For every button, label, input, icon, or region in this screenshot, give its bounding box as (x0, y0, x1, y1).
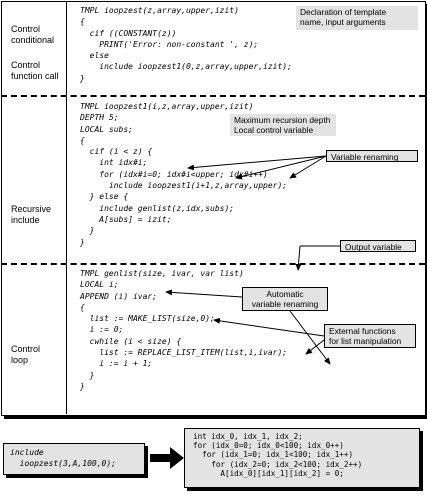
code3-line: } (80, 381, 85, 391)
code1-line: else (80, 51, 109, 61)
code3-line: i := 0; (80, 325, 124, 335)
note-variable-renaming: Variable renaming (326, 150, 418, 162)
expansion-arrow (150, 447, 184, 469)
code1-line: } (80, 73, 85, 83)
include-call-code: include ioopzest(3,A,100,0); (10, 448, 116, 469)
code2-line: cif (i < z) { (80, 147, 153, 157)
note-automatic-renaming: Automatic variable renaming (242, 287, 328, 311)
code-template-genlist: TMPL genlist(size, ivar, var list) LOCAL … (80, 268, 287, 392)
expanded-box-shadow-right (420, 431, 423, 491)
code3-line: TMPL genlist(size, ivar, var list) (80, 269, 244, 278)
code3-line: i := i + 1; (80, 359, 153, 369)
include-box-shadow-right (145, 446, 148, 478)
code1-line: { (80, 17, 85, 27)
label-control-loop: Control loop (11, 344, 41, 365)
code3-line: cwhile (i < size) { (80, 336, 182, 346)
arrow-auto-renaming-2 (289, 310, 331, 365)
code2-line: LOCAL subs; (80, 124, 133, 134)
code2-line: { (80, 135, 85, 145)
section-separator-2 (1, 263, 425, 265)
code1-line: PRINT('Error: non-constant ', z); (80, 39, 259, 49)
expanded-line: int idx_0, idx_1, idx_2; (193, 432, 303, 441)
code2-line: } (80, 237, 85, 247)
code-template-ioopzest1: TMPL ioopzest1(i,z,array,upper,izit) DEPT… (80, 101, 287, 248)
code2-line: TMPL ioopzest1(i,z,array,upper,izit) (80, 102, 254, 111)
section-separator-1 (1, 95, 425, 97)
code2-line: A[subs] = izit; (80, 214, 172, 224)
code3-line: } (80, 370, 95, 380)
expanded-box-shadow-bottom (187, 488, 423, 491)
expanded-code: int idx_0, idx_1, idx_2;for (idx_0=0; id… (193, 432, 362, 478)
label-recursive-include: Recursive include (11, 204, 52, 225)
code2-line: DEPTH 5; (80, 113, 119, 123)
code2-line: include ioopzest1(i+1,z,array,upper); (80, 181, 288, 191)
arrow-renaming-2 (235, 155, 327, 180)
vertical-divider-2 (66, 97, 67, 263)
code3-line: list := MAKE_LIST(size,0); (80, 314, 215, 324)
code-template-ioopzest: TMPL ioopzest(z,array,upper,izit) { cif (… (80, 5, 292, 84)
note-recursion-depth: Maximum recursion depth Local control va… (230, 114, 336, 136)
note-declaration: Declaration of template name, input argu… (296, 6, 418, 30)
code1-line: include ioopzest1(0,z,array,upper,izit); (80, 62, 292, 72)
include-call-box: include ioopzest(3,A,100,0); (3, 443, 145, 475)
code3-line: APPEND (i) ivar; (80, 291, 158, 301)
expanded-line: for (idx_1=0; idx_1<100; idx_1++) (193, 450, 354, 460)
code1-line: TMPL ioopzest(z,array,upper,izit) (80, 6, 239, 15)
code2-line: } else { (80, 192, 129, 202)
label-control-function-call: Control function call (11, 60, 59, 81)
code2-line: include genlist(z,idx,subs); (80, 203, 235, 213)
vertical-divider-1 (66, 2, 67, 95)
note-output-variable: Output variable (340, 240, 416, 252)
code3-line: { (80, 302, 85, 312)
main-frame-shadow-bottom (4, 416, 427, 419)
include-box-shadow-bottom (6, 475, 148, 478)
vertical-divider-3 (66, 265, 67, 414)
code1-line: cif ((CONSTANT(z)) (80, 28, 177, 38)
label-control-conditional: Control conditional (11, 24, 55, 45)
arrow-output-variable (295, 245, 302, 271)
code2-line: } (80, 226, 95, 236)
expanded-line: A[idx_0][idx_1][idx_2] = 0; (193, 468, 344, 478)
code2-line: for (idx#i=0; idx#i<upper; idx#i++) (80, 169, 268, 179)
expanded-code-box: int idx_0, idx_1, idx_2;for (idx_0=0; id… (184, 428, 420, 488)
code2-line: int idx#i; (80, 158, 148, 168)
arrow-renaming-1 (187, 155, 327, 171)
arrow-auto-renaming-1 (165, 289, 243, 298)
note-external-functions: External functions for list manipulation (324, 324, 416, 348)
expanded-line: for (idx_0=0; idx_0<100; idx_0++) (193, 441, 344, 451)
arrow-external-1 (213, 317, 325, 337)
arrow-renaming-3 (289, 155, 327, 179)
arrow-external-2 (305, 339, 325, 355)
expanded-line: for (idx_2=0; idx_2<100; idx_2++) (193, 459, 363, 469)
code3-line: LOCAL i; (80, 280, 119, 290)
code3-line: list := REPLACE_LIST_ITEM(list,i,ivar); (80, 348, 288, 358)
